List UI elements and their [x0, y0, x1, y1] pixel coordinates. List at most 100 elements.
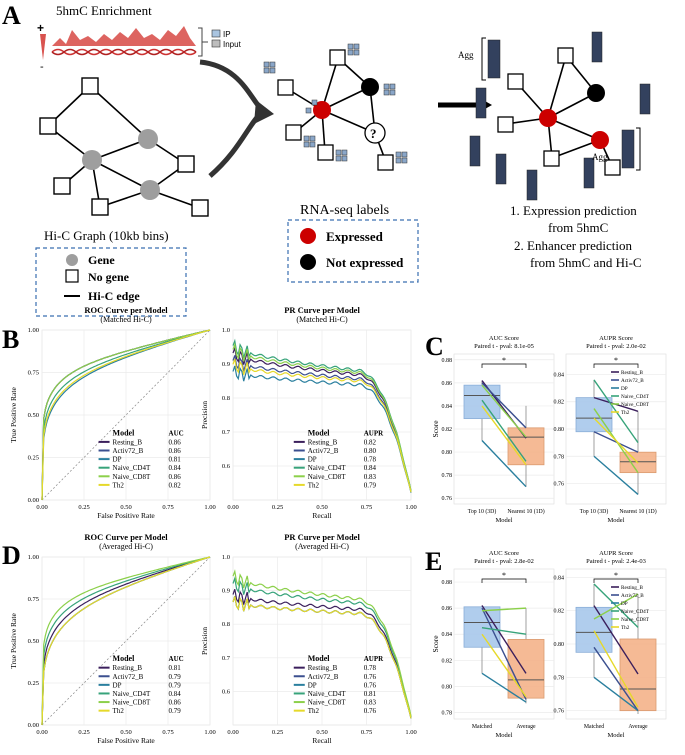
legend-value: 0.86 — [169, 699, 182, 707]
legend-value: 0.83 — [364, 699, 377, 707]
legend-label: Activ72_B — [308, 447, 339, 455]
legend-label: Resting_B — [308, 664, 338, 672]
legend-label: Resting_B — [113, 438, 143, 446]
series-line-resting_b — [232, 345, 412, 492]
x-axis-label: False Positive Rate — [97, 511, 155, 520]
y-tick-label: 0.80 — [442, 450, 453, 456]
legend-value: 0.79 — [169, 673, 182, 681]
legend-label: Th2 — [113, 481, 125, 489]
x-tick-label: 0.00 — [36, 504, 47, 511]
x-tick-label: 0.75 — [361, 729, 372, 736]
legend-edge-label: Hi-C edge — [88, 289, 140, 303]
merge-arrow — [199, 59, 264, 178]
legend-label: Activ72_B — [308, 673, 339, 681]
y-tick-label: 0.84 — [442, 404, 453, 410]
legend-label: Naive_CD4T — [113, 464, 151, 472]
x-tick-label: 0.00 — [227, 504, 238, 511]
legend-input-swatch — [211, 39, 221, 48]
legend-value: 0.80 — [364, 447, 377, 455]
legend-gene-icon — [66, 254, 78, 266]
bracket-icon — [198, 27, 208, 57]
x-tick-label: 1.00 — [405, 729, 416, 736]
legend-label: Th2 — [621, 625, 630, 631]
chart-subtitle: (Matched Hi-C) — [100, 315, 152, 324]
hic-nodes — [39, 77, 209, 217]
significance-bracket — [593, 578, 639, 583]
box — [619, 638, 657, 712]
legend-nogene-label: No gene — [88, 270, 130, 284]
x-tick-label: Top 10 (3D) — [468, 508, 497, 515]
agg-bracket-right — [636, 127, 641, 171]
legend-label: Naive_CD8T — [308, 699, 346, 707]
legend-nogene-icon — [65, 269, 79, 283]
paired-line — [481, 633, 527, 698]
not-expressed-label: Not expressed — [326, 255, 404, 270]
legend-label: Resting_B — [621, 585, 643, 591]
paired-line — [481, 384, 527, 438]
paired-line — [481, 627, 527, 635]
gradient-wedge — [40, 34, 46, 60]
agg-label-2: Agg — [592, 152, 608, 162]
minus-sign: - — [40, 61, 44, 73]
y-tick-label: 0.9 — [222, 588, 230, 595]
y-axis-label: Score — [431, 635, 440, 653]
y-tick-label: 0.6 — [222, 463, 231, 470]
series-line-naive_cd8t — [41, 556, 211, 726]
unknown-node-label: ? — [370, 126, 377, 141]
panel-letter-c: C — [425, 332, 444, 361]
legend-title: Model — [113, 654, 136, 663]
y-tick-label: 0.8 — [222, 621, 230, 628]
facet-title: AUC Score — [489, 550, 519, 557]
facet-subtitle: Paired t - pval: 2.4e-03 — [586, 558, 646, 565]
right-nodes — [497, 47, 621, 176]
paired-line — [481, 605, 527, 674]
legend-value: 0.81 — [169, 664, 182, 672]
legend-title: Model — [308, 428, 331, 437]
paired-line — [481, 405, 527, 466]
legend-label: DP — [621, 386, 628, 392]
x-tick-label: Nearest 10 (1D) — [507, 508, 544, 515]
legend-input-label: Input — [223, 40, 242, 49]
y-tick-label: 0.6 — [222, 688, 231, 695]
enrichment-peaks — [52, 26, 196, 46]
legend-label: Th2 — [621, 410, 630, 416]
facet-title: AUPR Score — [599, 550, 633, 557]
y-tick-label: 0.7 — [222, 655, 231, 662]
legend-value: 0.79 — [364, 481, 377, 489]
legend-value: 0.84 — [169, 690, 182, 698]
plus-sign: + — [37, 21, 44, 35]
series-line-th2 — [41, 556, 211, 726]
y-tick-label: 0.82 — [554, 400, 565, 406]
legend-value: 0.79 — [169, 681, 182, 689]
paired-line — [593, 593, 639, 620]
right-graph — [505, 55, 613, 167]
x-tick-label: 0.00 — [227, 729, 238, 736]
x-axis-label: False Positive Rate — [97, 736, 155, 745]
x-tick-label: Matched — [472, 724, 492, 730]
y-axis-label: Precision — [200, 401, 209, 429]
y-tick-label: 0.80 — [442, 684, 453, 690]
paired-line — [593, 417, 639, 464]
legend-label: Th2 — [113, 707, 125, 715]
legend-metric-header: AUPR — [364, 655, 384, 663]
legend-ip-label: IP — [223, 30, 231, 39]
legend-value: 0.79 — [169, 707, 182, 715]
legend-value: 0.78 — [364, 456, 377, 464]
middle-feature-squares — [263, 43, 408, 164]
series-line-th2 — [232, 596, 412, 719]
legend-label: DP — [113, 456, 122, 464]
y-axis-label: True Positive Rate — [9, 387, 18, 443]
y-tick-label: 1.00 — [28, 554, 39, 561]
x-tick-label: 0.25 — [78, 729, 89, 736]
legend-label: Naive_CD4T — [308, 464, 346, 472]
legend-label: Naive_CD4T — [621, 394, 650, 400]
facet-title: AUC Score — [489, 335, 519, 342]
series-line-th2 — [41, 329, 211, 501]
paired-line — [481, 440, 527, 488]
rnaseq-title: RNA-seq labels — [300, 203, 389, 218]
legend-title: Model — [308, 654, 331, 663]
